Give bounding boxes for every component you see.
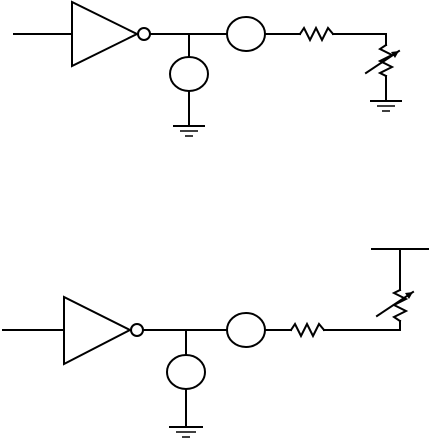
inverter-triangle bbox=[72, 2, 137, 66]
resistor bbox=[300, 28, 333, 40]
shunt-source-circle bbox=[167, 355, 205, 389]
circuit-bottom bbox=[3, 249, 428, 437]
inverter-triangle bbox=[64, 297, 130, 364]
variable-arrow bbox=[366, 51, 399, 73]
series-source-circle bbox=[227, 17, 265, 51]
resistor bbox=[291, 324, 324, 336]
series-source-circle bbox=[227, 313, 265, 347]
circuit-top bbox=[14, 2, 401, 136]
inversion-bubble bbox=[131, 324, 143, 336]
shunt-source-circle bbox=[170, 57, 208, 91]
ground-symbol bbox=[170, 427, 202, 437]
ground-symbol bbox=[174, 126, 204, 136]
ground-symbol bbox=[371, 101, 401, 111]
variable-resistor bbox=[394, 290, 406, 321]
inversion-bubble bbox=[138, 28, 150, 40]
variable-arrow bbox=[377, 292, 413, 316]
